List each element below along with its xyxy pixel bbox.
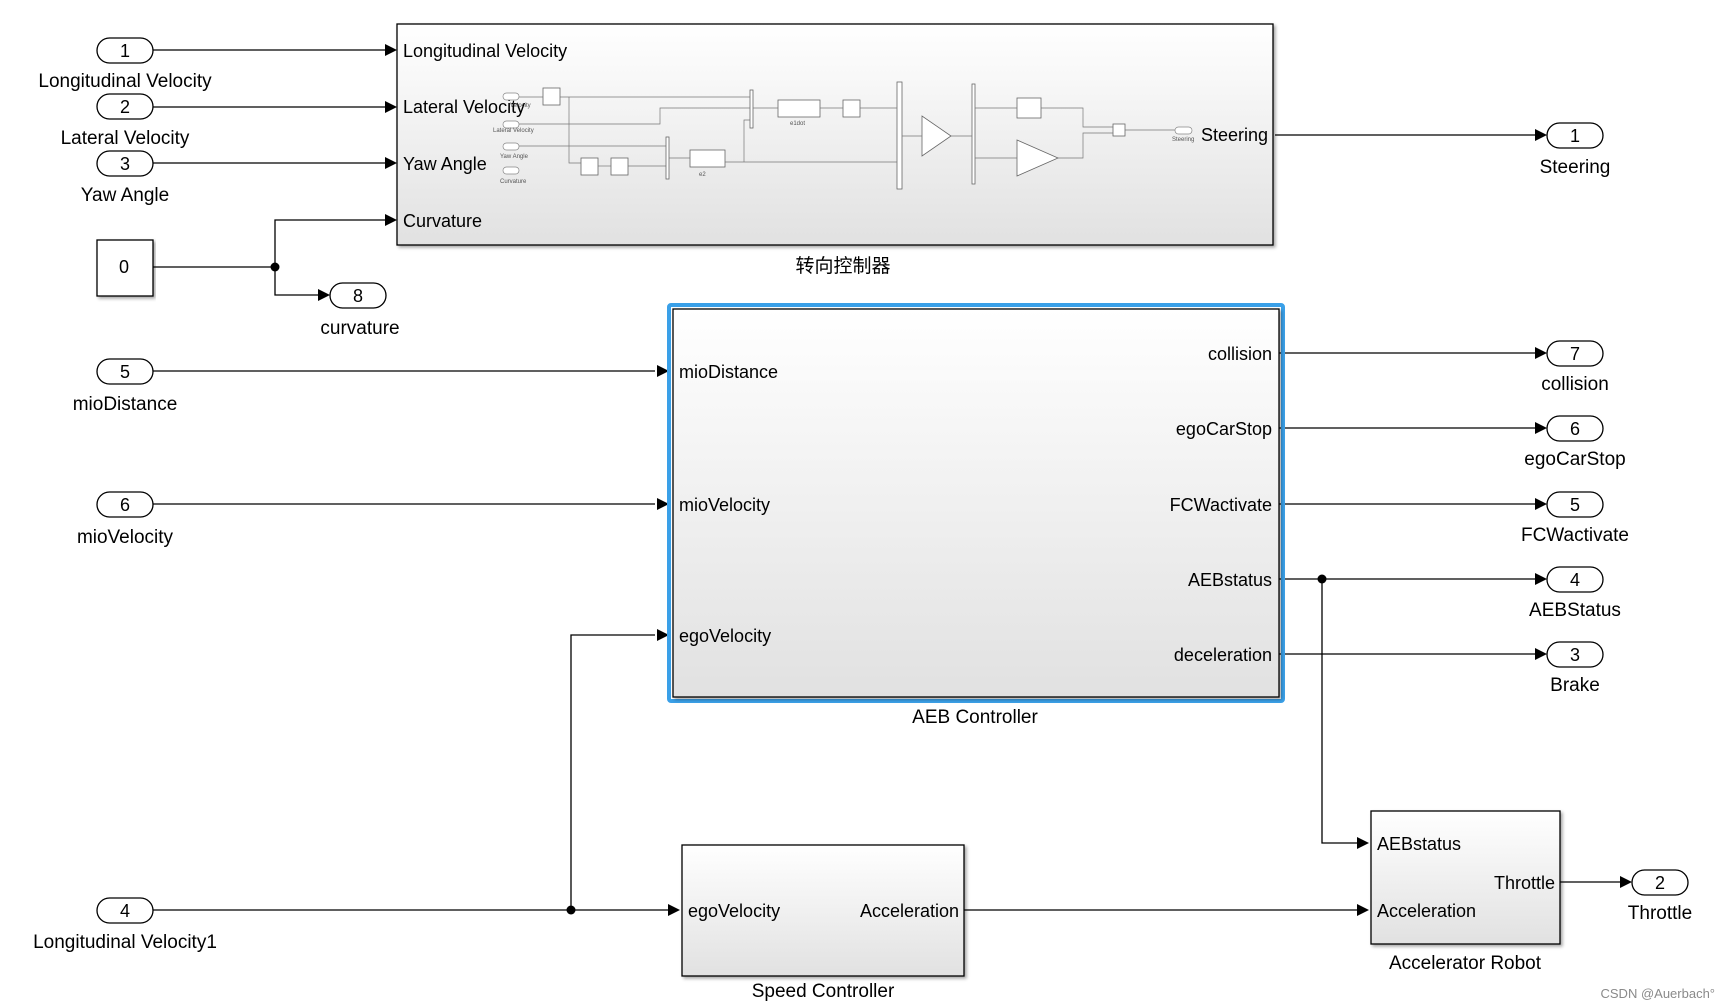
- steering-controller-name: 转向控制器: [795, 255, 890, 277]
- inport-number: 2: [120, 97, 130, 117]
- outport-label: curvature: [320, 318, 399, 339]
- outport-number: 8: [353, 286, 363, 306]
- inport-label: mioDistance: [73, 394, 178, 415]
- inport-number: 5: [120, 362, 130, 382]
- selection-highlight: [667, 303, 1285, 703]
- svg-text:Yaw Angle: Yaw Angle: [500, 154, 529, 160]
- outport-label: egoCarStop: [1524, 449, 1625, 470]
- svg-text:Lateral Velocity: Lateral Velocity: [493, 128, 534, 134]
- outport-curvature[interactable]: 8 curvature: [320, 282, 400, 339]
- outport-label: collision: [1541, 374, 1609, 395]
- aeb-controller-block[interactable]: mioDistance mioVelocity egoVelocity coll…: [667, 303, 1285, 703]
- robot-input-acceleration: Acceleration: [1377, 901, 1476, 921]
- aeb-output-collision: collision: [1208, 344, 1272, 364]
- aeb-output-fcwactivate: FCWactivate: [1170, 495, 1272, 515]
- inport-label: Yaw Angle: [81, 185, 169, 206]
- outport-steering[interactable]: 1 Steering: [1540, 122, 1611, 178]
- aeb-input-miodistance: mioDistance: [679, 362, 778, 382]
- steering-internal-preview: Velocity Lateral Velocity Yaw Angle Curv…: [493, 81, 1194, 190]
- inport-6[interactable]: 6 mioVelocity: [77, 491, 174, 548]
- steering-input-curvature: Curvature: [403, 211, 482, 231]
- inport-label: Longitudinal Velocity: [38, 71, 212, 92]
- outport-number: 6: [1570, 419, 1580, 439]
- outport-label: FCWactivate: [1521, 525, 1629, 546]
- inport-number: 1: [120, 41, 130, 61]
- svg-text:Curvature: Curvature: [500, 179, 527, 185]
- outport-fcwactivate[interactable]: 5 FCWactivate: [1521, 491, 1629, 546]
- speed-controller-block[interactable]: egoVelocity Acceleration: [681, 844, 965, 977]
- signal-lines: [153, 49, 1620, 911]
- outport-number: 7: [1570, 344, 1580, 364]
- constant-value: 0: [119, 257, 129, 277]
- accelerator-robot-block[interactable]: AEBstatus Acceleration Throttle: [1370, 810, 1561, 945]
- robot-input-aebstatus: AEBstatus: [1377, 834, 1461, 854]
- aeb-output-aebstatus: AEBstatus: [1188, 570, 1272, 590]
- speed-input-egovelocity: egoVelocity: [688, 901, 780, 921]
- branch-points: [270, 262, 1327, 915]
- svg-text:e2: e2: [699, 172, 706, 178]
- outport-label: Steering: [1540, 157, 1611, 178]
- speed-controller-name: Speed Controller: [752, 981, 895, 1002]
- constant-block[interactable]: 0: [96, 239, 154, 297]
- inport-label: Lateral Velocity: [61, 128, 190, 149]
- steering-input-yaw-angle: Yaw Angle: [403, 154, 487, 174]
- inport-4[interactable]: 4 Longitudinal Velocity1: [33, 897, 217, 953]
- steering-output-steering: Steering: [1201, 125, 1268, 145]
- svg-text:Velocity: Velocity: [510, 103, 531, 109]
- aeb-output-egocarstop: egoCarStop: [1176, 419, 1272, 439]
- watermark: CSDN @Auerbach°: [1601, 986, 1716, 1001]
- steering-controller-block[interactable]: Longitudinal Velocity Lateral Velocity Y…: [396, 23, 1274, 246]
- inport-number: 4: [120, 901, 130, 921]
- aeb-output-deceleration: deceleration: [1174, 645, 1272, 665]
- outport-label: Throttle: [1628, 903, 1692, 924]
- outport-number: 5: [1570, 495, 1580, 515]
- aeb-input-egovelocity: egoVelocity: [679, 626, 771, 646]
- arrowheads: [318, 44, 1632, 916]
- steering-input-lateral-velocity: Lateral Velocity: [403, 97, 525, 117]
- robot-output-throttle: Throttle: [1494, 873, 1555, 893]
- outport-label: AEBStatus: [1529, 600, 1621, 621]
- outport-number: 3: [1570, 645, 1580, 665]
- inport-3[interactable]: 3 Yaw Angle: [81, 150, 169, 206]
- inport-label: Longitudinal Velocity1: [33, 932, 217, 953]
- inport-1[interactable]: 1 Longitudinal Velocity: [38, 37, 212, 92]
- outport-number: 4: [1570, 570, 1580, 590]
- svg-text:Steering: Steering: [1172, 137, 1194, 143]
- speed-output-acceleration: Acceleration: [860, 901, 959, 921]
- accelerator-robot-name: Accelerator Robot: [1389, 953, 1542, 974]
- outport-brake[interactable]: 3 Brake: [1546, 641, 1604, 696]
- outport-number: 1: [1570, 126, 1580, 146]
- outport-egocarstop[interactable]: 6 egoCarStop: [1524, 415, 1626, 470]
- outport-label: Brake: [1550, 675, 1600, 696]
- inport-2[interactable]: 2 Lateral Velocity: [61, 93, 190, 149]
- outport-collision[interactable]: 7 collision: [1541, 340, 1609, 395]
- aeb-input-miovelocity: mioVelocity: [679, 495, 770, 515]
- inport-number: 6: [120, 495, 130, 515]
- svg-text:e1dot: e1dot: [790, 121, 805, 127]
- outport-throttle[interactable]: 2 Throttle: [1628, 869, 1692, 924]
- aeb-controller-name: AEB Controller: [912, 707, 1038, 728]
- outport-number: 2: [1655, 873, 1665, 893]
- inport-number: 3: [120, 154, 130, 174]
- inport-5[interactable]: 5 mioDistance: [73, 358, 178, 415]
- outport-aebstatus[interactable]: 4 AEBStatus: [1529, 566, 1621, 621]
- inport-label: mioVelocity: [77, 527, 174, 548]
- steering-input-longitudinal-velocity: Longitudinal Velocity: [403, 41, 567, 61]
